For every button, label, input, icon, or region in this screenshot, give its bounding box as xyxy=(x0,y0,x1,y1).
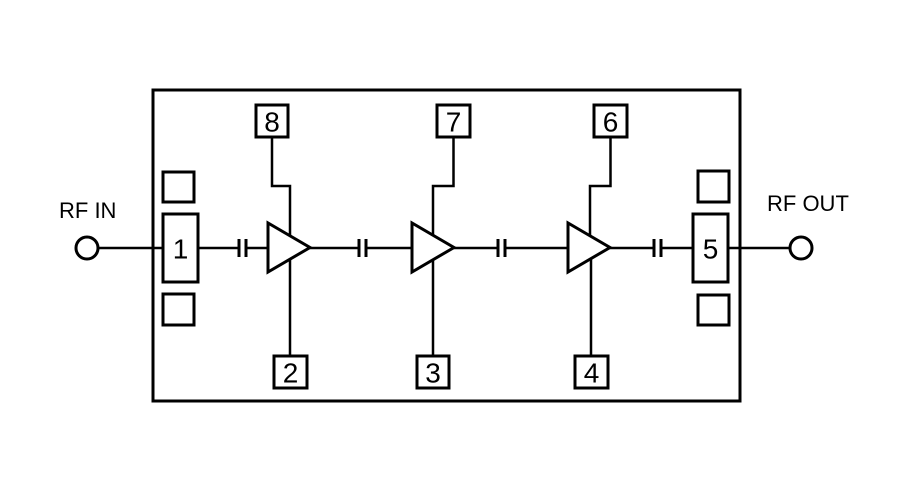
pad-top-right xyxy=(696,169,731,204)
pad-top-left xyxy=(161,170,196,204)
pin-6: 6 xyxy=(592,103,629,139)
pin-7-label: 7 xyxy=(446,107,462,138)
wire-pin6-to-amp3 xyxy=(588,137,612,250)
pin-8: 8 xyxy=(254,103,290,139)
rf-in-terminal-circle xyxy=(74,235,100,261)
pad-bottom-right xyxy=(696,293,731,327)
wire-pin8-to-amp1 xyxy=(270,137,292,250)
pad-bottom-left xyxy=(161,292,196,327)
pin-4-label: 4 xyxy=(584,358,600,389)
pin-7: 7 xyxy=(435,103,472,139)
rf-out-terminal-circle xyxy=(788,235,814,261)
pin-1-label: 1 xyxy=(173,234,189,265)
capacitor-2 xyxy=(357,239,368,257)
rf-output-port: RF OUT xyxy=(767,191,849,261)
capacitor-1 xyxy=(237,239,248,257)
pin-1: 1 xyxy=(161,212,200,284)
pin-2: 2 xyxy=(272,354,309,390)
rf-out-label: RF OUT xyxy=(767,191,849,216)
amplifier-stage-3 xyxy=(566,220,613,275)
pin-6-label: 6 xyxy=(603,107,619,138)
pin-5-label: 5 xyxy=(703,234,719,265)
pin-4-box xyxy=(573,354,610,390)
pin-3-label: 3 xyxy=(425,358,441,389)
pin-3: 3 xyxy=(415,354,451,390)
pin-5: 5 xyxy=(691,212,730,284)
pin-5-box xyxy=(691,212,730,284)
pin-8-label: 8 xyxy=(264,107,280,138)
pin-3-box xyxy=(415,354,451,390)
pin-6-box xyxy=(592,103,629,139)
capacitor-3 xyxy=(496,239,507,257)
wire-pin7-to-amp2 xyxy=(431,137,455,250)
rf-input-port: RF IN xyxy=(59,198,116,261)
amplifier-stage-2 xyxy=(410,220,457,275)
rf-in-label: RF IN xyxy=(59,198,116,223)
pin-1-box xyxy=(161,212,200,284)
pin-2-box xyxy=(272,354,309,390)
pin-8-box xyxy=(254,103,290,139)
amplifier-stage-1 xyxy=(266,220,313,275)
pin-7-box xyxy=(435,103,472,139)
capacitor-4 xyxy=(652,239,663,257)
pin-4: 4 xyxy=(573,354,610,390)
pin-2-label: 2 xyxy=(283,358,299,389)
